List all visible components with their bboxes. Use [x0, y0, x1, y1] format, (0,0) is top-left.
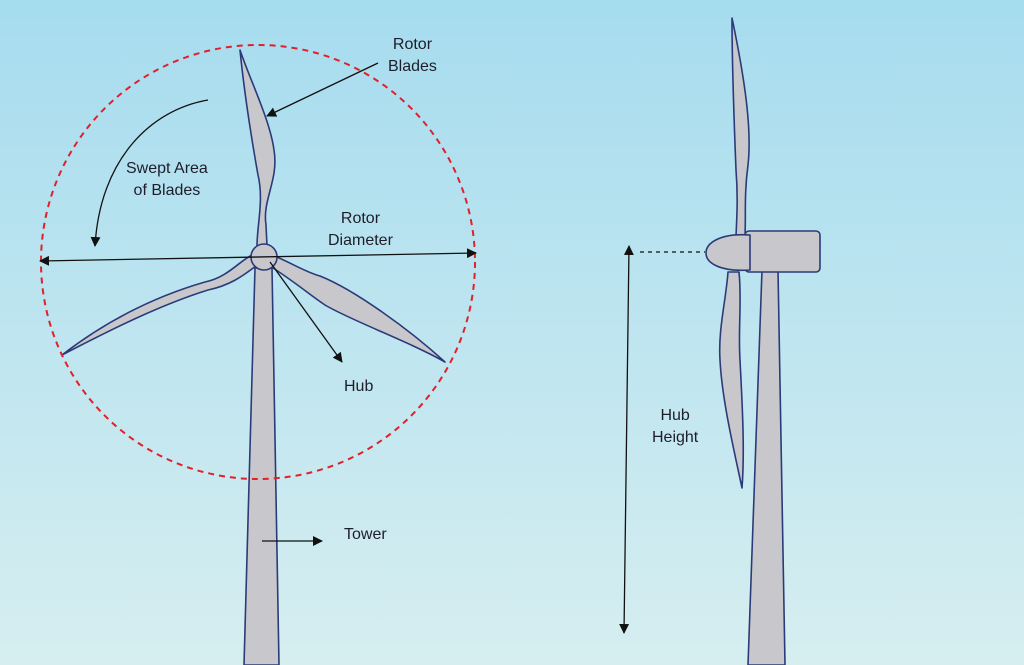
rotor-diameter-label-line2: Diameter — [328, 232, 393, 249]
side-blade-lower — [718, 271, 745, 489]
swept-area-arrow — [90, 99, 209, 247]
hub-height-label: Hub Height — [652, 405, 698, 449]
side-turbine — [705, 17, 821, 665]
tower-label-text: Tower — [344, 526, 387, 543]
front-turbine — [61, 49, 446, 665]
rotor-blades-label: Rotor Blades — [388, 34, 437, 78]
side-hub-nose — [705, 233, 751, 272]
hub-height-label-line2: Height — [652, 429, 699, 446]
rotor-diameter-label-line1: Rotor — [340, 210, 381, 227]
rotor-blades-arrow — [266, 62, 379, 117]
rotor-blades-label-line1: Rotor — [392, 36, 433, 53]
hub-label-text: Hub — [344, 378, 374, 395]
swept-area-label-line1: Swept Area — [126, 160, 208, 177]
rotor-blades-label-line2: Blades — [388, 58, 437, 75]
side-nacelle — [744, 230, 821, 273]
rotor-diameter-label: Rotor Diameter — [328, 208, 393, 252]
front-blade-right — [269, 254, 446, 363]
hub-arrow — [269, 261, 343, 363]
hub-label: Hub — [344, 376, 373, 398]
hub-height-label-line1: Hub — [660, 407, 690, 424]
rotor-diameter-arrow — [39, 248, 477, 266]
swept-area-label-line2: of Blades — [133, 182, 201, 199]
hub-height-arrow — [619, 245, 634, 634]
swept-area-label: Swept Area of Blades — [126, 158, 208, 202]
tower-label: Tower — [344, 524, 387, 546]
